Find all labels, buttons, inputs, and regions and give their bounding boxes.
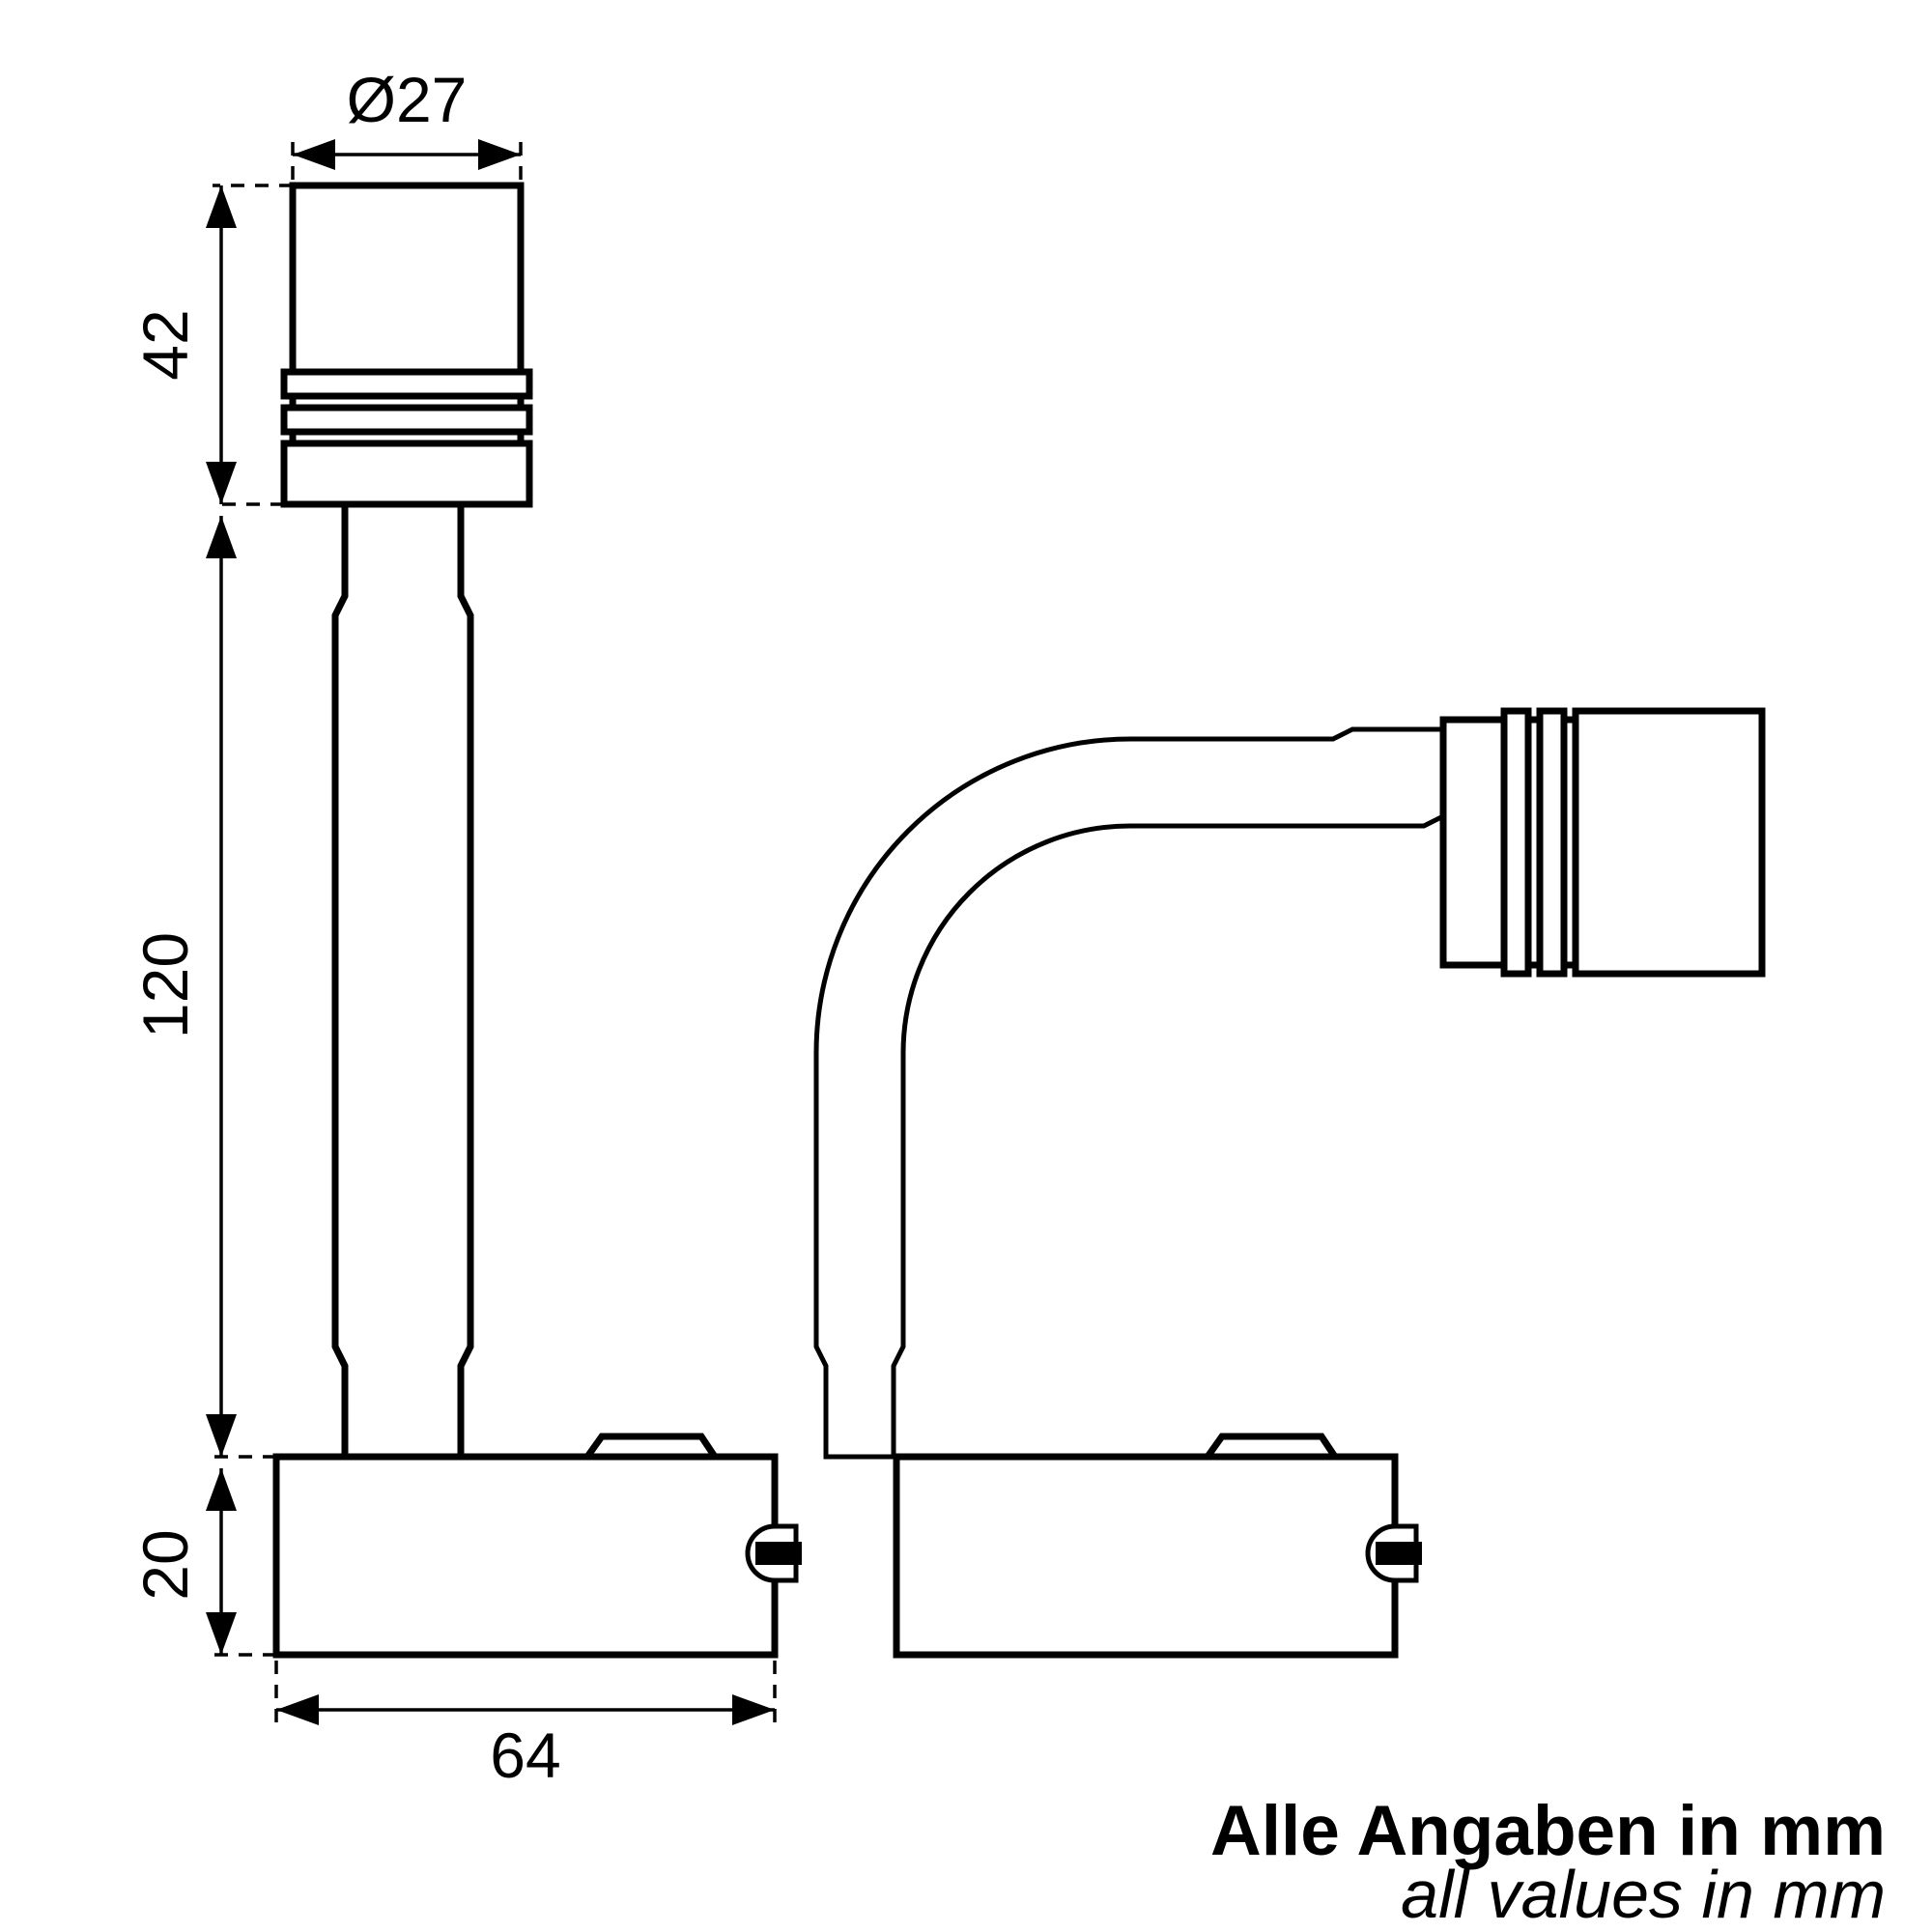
bent-base-side-screw-slot bbox=[1376, 1542, 1422, 1565]
bent-head-rib-3 bbox=[1536, 707, 1568, 978]
dim-label-base-height: 20 bbox=[129, 1529, 201, 1600]
units-note-german: Alle Angaben in mm bbox=[1210, 1792, 1886, 1870]
units-note: Alle Angaben in mm all values in mm bbox=[1210, 1792, 1886, 1932]
arrow-64-left bbox=[276, 1694, 319, 1725]
base-plate bbox=[272, 1453, 779, 1659]
bent-head-body bbox=[1572, 707, 1766, 978]
view-upright: Ø27 42 120 bbox=[129, 64, 802, 1791]
bent-stem-arm bbox=[813, 726, 1446, 1460]
arrow-120-top bbox=[206, 516, 237, 558]
head-rib-3 bbox=[280, 404, 533, 436]
head-rib-1 bbox=[280, 368, 533, 400]
arrow-42-top bbox=[206, 185, 237, 228]
view-bent bbox=[813, 707, 1766, 1659]
arrow-42-bottom bbox=[206, 462, 237, 504]
base-fixing-tab bbox=[581, 1433, 722, 1461]
base-side-screw-slot bbox=[755, 1542, 802, 1565]
stem-arm bbox=[331, 500, 474, 1461]
dimension-diameter-27: Ø27 bbox=[291, 64, 523, 180]
dim-label-head-height: 42 bbox=[129, 309, 201, 380]
head-top-body bbox=[289, 182, 525, 376]
bent-base-fixing-tab bbox=[1201, 1433, 1342, 1461]
dim-label-base-width: 64 bbox=[490, 1719, 560, 1791]
arrow-20-bottom bbox=[206, 1612, 237, 1655]
arrow-120-bottom bbox=[206, 1414, 237, 1457]
dimension-height-42: 42 bbox=[129, 184, 293, 506]
head-bottom-collar bbox=[280, 440, 533, 508]
bent-head-left-collar bbox=[1439, 716, 1508, 969]
bent-head-rib-1 bbox=[1500, 707, 1532, 978]
dimension-height-20: 20 bbox=[129, 1468, 276, 1657]
dim-label-diameter: Ø27 bbox=[347, 64, 468, 135]
dimension-width-64: 64 bbox=[274, 1661, 777, 1791]
arrow-20-top bbox=[206, 1468, 237, 1511]
bent-base-plate bbox=[893, 1453, 1399, 1659]
dimension-height-120: 120 bbox=[129, 516, 276, 1459]
arrow-64-right bbox=[732, 1694, 775, 1725]
dim-label-stem-height: 120 bbox=[129, 932, 201, 1038]
units-note-english: all values in mm bbox=[1401, 1857, 1886, 1932]
arrow-dia-right bbox=[478, 139, 521, 170]
arrow-dia-left bbox=[293, 139, 335, 170]
